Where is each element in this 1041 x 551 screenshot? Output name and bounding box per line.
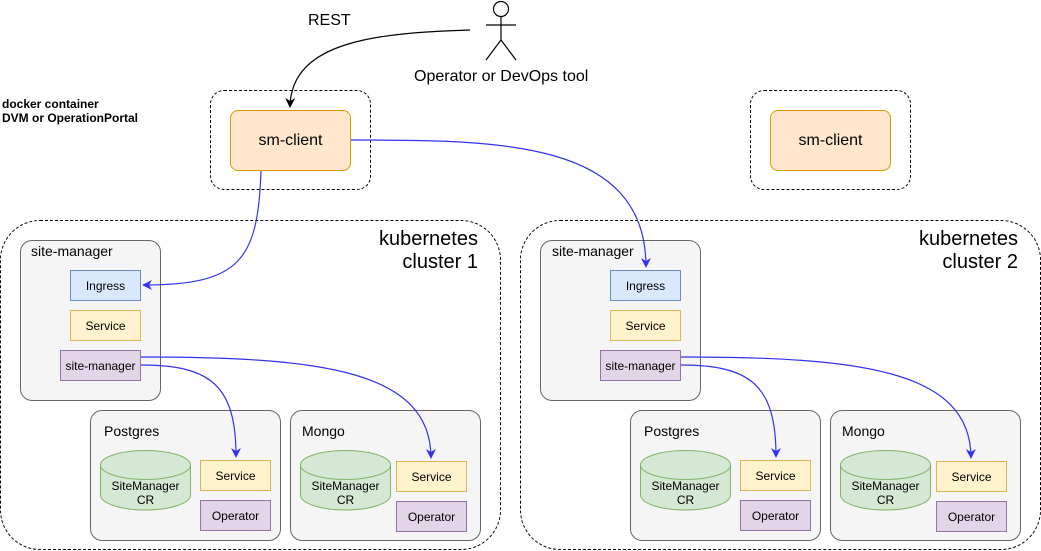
actor-label: Operator or DevOps tool bbox=[414, 68, 589, 85]
cr-label: SiteManager CR bbox=[311, 479, 380, 507]
cluster-1-postgres-cr: SiteManager CR bbox=[100, 450, 191, 511]
cluster-1-postgres-title: Postgres bbox=[104, 423, 160, 439]
cluster-2-postgres-title: Postgres bbox=[644, 423, 700, 439]
docker-container-2 bbox=[750, 90, 911, 190]
sm-client-1[interactable]: sm-client bbox=[230, 110, 351, 171]
cluster-1-mongo-title: Mongo bbox=[302, 423, 345, 439]
docker-container-note: docker container DVM or OperationPortal bbox=[2, 97, 139, 125]
cluster-2-service[interactable]: Service bbox=[610, 310, 681, 341]
cluster-2-mongo-cr: SiteManager CR bbox=[840, 450, 931, 511]
cluster-1-ingress[interactable]: Ingress bbox=[70, 270, 141, 301]
cluster-1-mongo-operator[interactable]: Operator bbox=[396, 501, 467, 532]
cylinder-icon bbox=[840, 450, 931, 511]
cr-label: SiteManager CR bbox=[111, 479, 180, 507]
cluster-1-mongo-cr: SiteManager CR bbox=[300, 450, 391, 511]
cluster-2-site-manager-title: site-manager bbox=[552, 243, 634, 259]
cluster-2-ingress[interactable]: Ingress bbox=[610, 270, 681, 301]
sm-client-2[interactable]: sm-client bbox=[770, 110, 891, 171]
cluster-1-site-manager-pod[interactable]: site-manager bbox=[60, 350, 141, 381]
cr-label: SiteManager CR bbox=[651, 479, 720, 507]
cluster-2-postgres-service[interactable]: Service bbox=[740, 460, 811, 491]
cluster-2-mongo-operator[interactable]: Operator bbox=[936, 501, 1007, 532]
cluster-2-postgres-operator[interactable]: Operator bbox=[740, 500, 811, 531]
cluster-1-postgres-service[interactable]: Service bbox=[200, 460, 271, 491]
cluster-1-postgres-operator[interactable]: Operator bbox=[200, 500, 271, 531]
cluster-2-mongo-service[interactable]: Service bbox=[936, 461, 1007, 492]
cluster-1-title: kubernetes cluster 1 bbox=[379, 228, 478, 273]
cluster-1-mongo-service[interactable]: Service bbox=[396, 461, 467, 492]
rest-label: REST bbox=[308, 12, 351, 29]
cluster-1-site-manager-title: site-manager bbox=[31, 243, 113, 259]
cluster-2-site-manager-pod[interactable]: site-manager bbox=[600, 350, 681, 381]
stick-figure-icon bbox=[485, 0, 517, 61]
cluster-1-service[interactable]: Service bbox=[70, 310, 141, 341]
cylinder-icon bbox=[100, 450, 191, 511]
cylinder-icon bbox=[640, 450, 731, 511]
cylinder-icon bbox=[300, 450, 391, 511]
cluster-2-postgres-cr: SiteManager CR bbox=[640, 450, 731, 511]
cr-label: SiteManager CR bbox=[851, 479, 920, 507]
cluster-2-mongo-title: Mongo bbox=[842, 423, 885, 439]
cluster-2-title: kubernetes cluster 2 bbox=[919, 228, 1018, 273]
